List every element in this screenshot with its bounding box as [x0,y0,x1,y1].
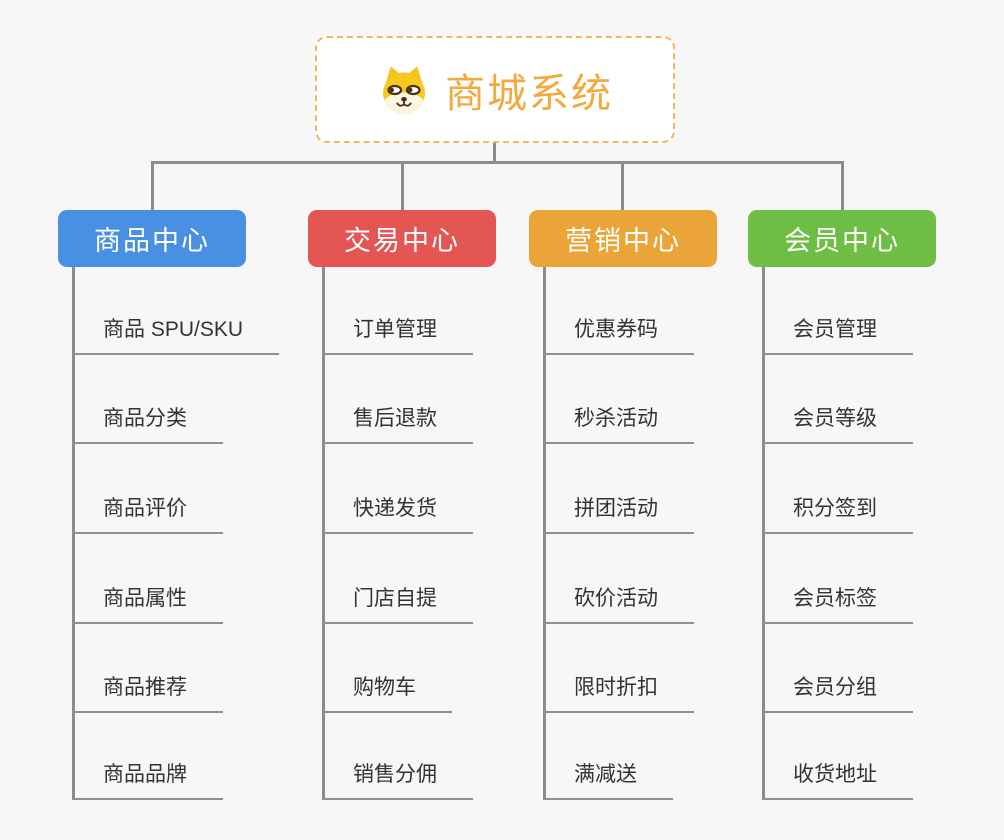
root-connector-stub [493,143,496,163]
subtopic-item[interactable]: 收货地址 [762,761,913,800]
subtopic-item[interactable]: 拼团活动 [543,495,694,534]
root-topic-title: 商城系统 [445,71,613,116]
subtopic-item[interactable]: 会员标签 [762,585,913,624]
subtopic-item[interactable]: 售后退款 [322,405,473,444]
subtopic-item[interactable]: 商品推荐 [72,674,223,713]
subtopic-item[interactable]: 砍价活动 [543,585,694,624]
subtopic-item[interactable]: 门店自提 [322,585,473,624]
connector-drop-line [841,161,844,210]
subtopic-item[interactable]: 限时折扣 [543,674,694,713]
branch-node-product-center[interactable]: 商品中心 [58,210,246,267]
dog-face-icon [383,66,425,114]
subtopic-item[interactable]: 订单管理 [322,316,473,355]
branch-label: 交易中心 [344,226,460,256]
subtopic-item[interactable]: 会员分组 [762,674,913,713]
subtopic-item[interactable]: 商品评价 [72,495,223,534]
subtopic-item[interactable]: 优惠券码 [543,316,694,355]
branch-node-member-center[interactable]: 会员中心 [748,210,936,267]
branch-label: 会员中心 [784,226,900,256]
connector-trunk-line [151,161,843,164]
subtopic-item[interactable]: 满减送 [543,761,673,800]
subtopic-item[interactable]: 秒杀活动 [543,405,694,444]
connector-drop-line [621,161,624,210]
branch-node-trade-center[interactable]: 交易中心 [308,210,496,267]
subtopic-item[interactable]: 会员管理 [762,316,913,355]
branch-node-marketing-center[interactable]: 营销中心 [529,210,717,267]
connector-drop-line [151,161,154,210]
branch-label: 营销中心 [565,226,681,256]
subtopic-item[interactable]: 会员等级 [762,405,913,444]
subtopic-item[interactable]: 商品属性 [72,585,223,624]
subtopic-item[interactable]: 商品 SPU/SKU [72,316,280,355]
subtopic-item[interactable]: 积分签到 [762,495,913,534]
subtopic-item[interactable]: 快递发货 [322,495,473,534]
branch-label: 商品中心 [94,226,210,256]
subtopic-item[interactable]: 商品品牌 [72,761,223,800]
connector-drop-line [401,161,404,210]
subtopic-item[interactable]: 商品分类 [72,405,223,444]
subtopic-item[interactable]: 购物车 [322,674,452,713]
root-topic-node[interactable]: 商城系统 [315,36,675,143]
subtopic-item[interactable]: 销售分佣 [322,761,473,800]
